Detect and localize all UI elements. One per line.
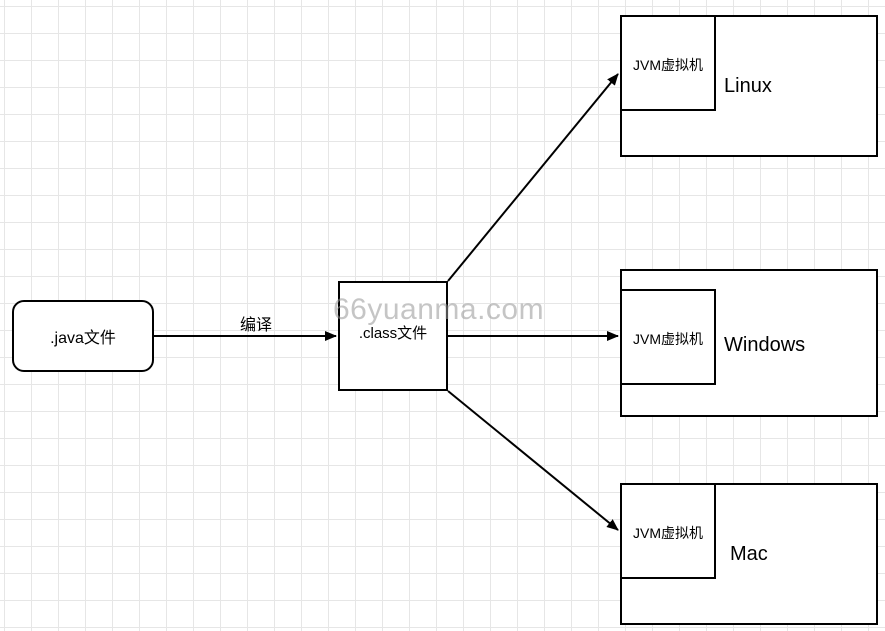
jvm-box-windows: JVM虚拟机 [620, 289, 716, 385]
jvm-box-linux: JVM虚拟机 [620, 15, 716, 111]
arrow-to-linux [447, 73, 619, 282]
watermark-text: 66yuanma.com [333, 293, 545, 326]
os-linux-box: JVM虚拟机 Linux [620, 15, 878, 157]
jvm-label-mac: JVM虚拟机 [633, 525, 703, 541]
java-file-label: .java文件 [50, 330, 116, 347]
class-file-node: .class文件 [338, 281, 448, 391]
os-label-linux: Linux [724, 75, 772, 97]
jvm-label-windows: JVM虚拟机 [633, 331, 703, 347]
class-file-label: .class文件 [358, 324, 428, 342]
os-mac-box: JVM虚拟机 Mac [620, 483, 878, 625]
jvm-box-mac: JVM虚拟机 [620, 483, 716, 579]
jvm-label-linux: JVM虚拟机 [633, 57, 703, 73]
os-label-mac: Mac [730, 543, 768, 565]
java-file-node: .java文件 [12, 300, 154, 372]
os-label-windows: Windows [724, 334, 806, 356]
os-windows-box: JVM虚拟机 Windows [620, 269, 878, 417]
compile-edge-label: 编译 [240, 317, 273, 334]
arrow-to-mac [447, 390, 619, 531]
